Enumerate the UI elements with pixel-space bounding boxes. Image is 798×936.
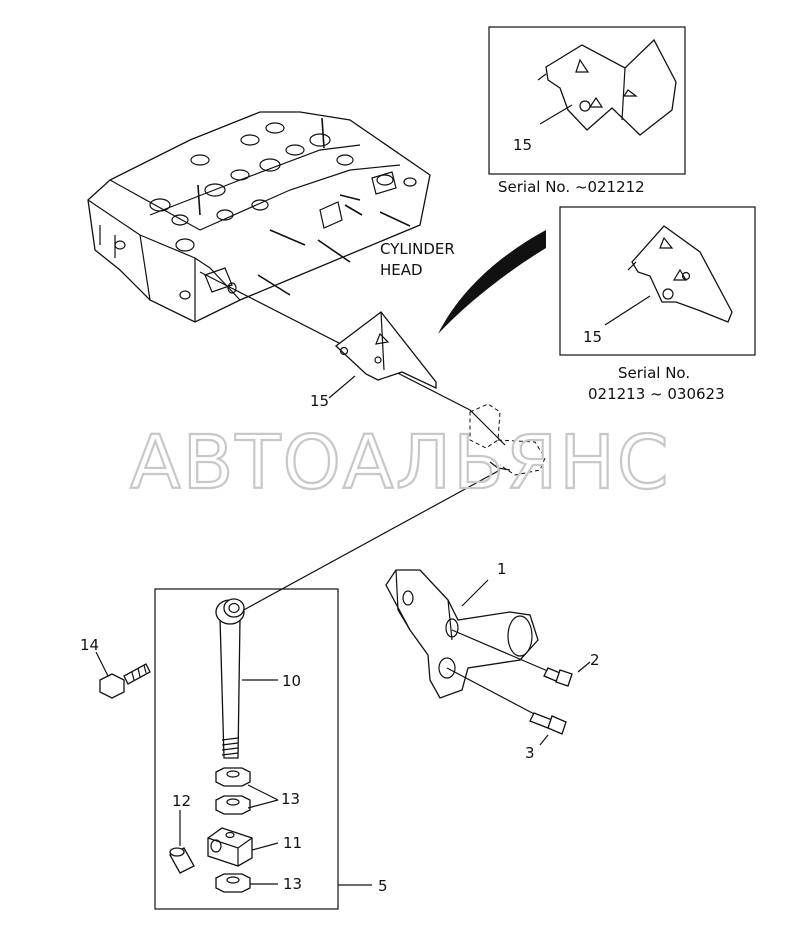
bushing-12: 12 bbox=[169, 792, 195, 874]
plate-15: 15 bbox=[310, 311, 437, 410]
callout-10: 10 bbox=[282, 672, 301, 690]
callout-1: 1 bbox=[497, 560, 507, 578]
kit-box-5: 5 bbox=[154, 588, 388, 910]
nut-13-upper: 13 bbox=[215, 767, 300, 815]
callout-15-main: 15 bbox=[310, 392, 329, 410]
assembly-line-bolt3 bbox=[446, 667, 539, 717]
callout-15-inset2: 15 bbox=[583, 328, 602, 346]
callout-15-inset1: 15 bbox=[513, 136, 532, 154]
pivot-bracket bbox=[469, 403, 546, 476]
cylinder-head-label-2: HEAD bbox=[380, 261, 423, 279]
assembly-line-bolt2 bbox=[451, 629, 551, 673]
callout-13-lower: 13 bbox=[283, 875, 302, 893]
callout-11: 11 bbox=[283, 834, 302, 852]
inset2-caption-line2: 021213 ~ 030623 bbox=[588, 385, 725, 403]
bolt-2: 2 bbox=[543, 651, 600, 687]
bracket-1: 1 bbox=[385, 560, 539, 699]
callout-3: 3 bbox=[525, 744, 535, 762]
callout-13-upper: 13 bbox=[281, 790, 300, 808]
assembly-line-link bbox=[239, 469, 501, 613]
callout-14: 14 bbox=[80, 636, 99, 654]
inset2-caption-line1: Serial No. bbox=[618, 364, 690, 382]
watermark: АВТОАЛЬЯНС bbox=[130, 420, 671, 506]
assembly-line-top bbox=[199, 271, 506, 446]
bolt-3: 3 bbox=[525, 712, 567, 762]
inset-box-1: 15 bbox=[488, 26, 686, 175]
bolt-14: 14 bbox=[80, 636, 151, 699]
cylinder-head-label-1: CYLINDER bbox=[380, 240, 455, 258]
callout-5: 5 bbox=[378, 877, 388, 895]
callout-12: 12 bbox=[172, 792, 191, 810]
inset-box-2: 15 bbox=[559, 206, 756, 356]
pointer-arrow bbox=[438, 230, 546, 334]
inset1-caption: Serial No. ~021212 bbox=[498, 178, 645, 196]
nut-13-lower: 13 bbox=[215, 873, 302, 893]
callout-2: 2 bbox=[590, 651, 600, 669]
link-rod-10: 10 bbox=[215, 598, 301, 759]
cylinder-head bbox=[87, 111, 431, 323]
block-11: 11 bbox=[207, 827, 302, 867]
